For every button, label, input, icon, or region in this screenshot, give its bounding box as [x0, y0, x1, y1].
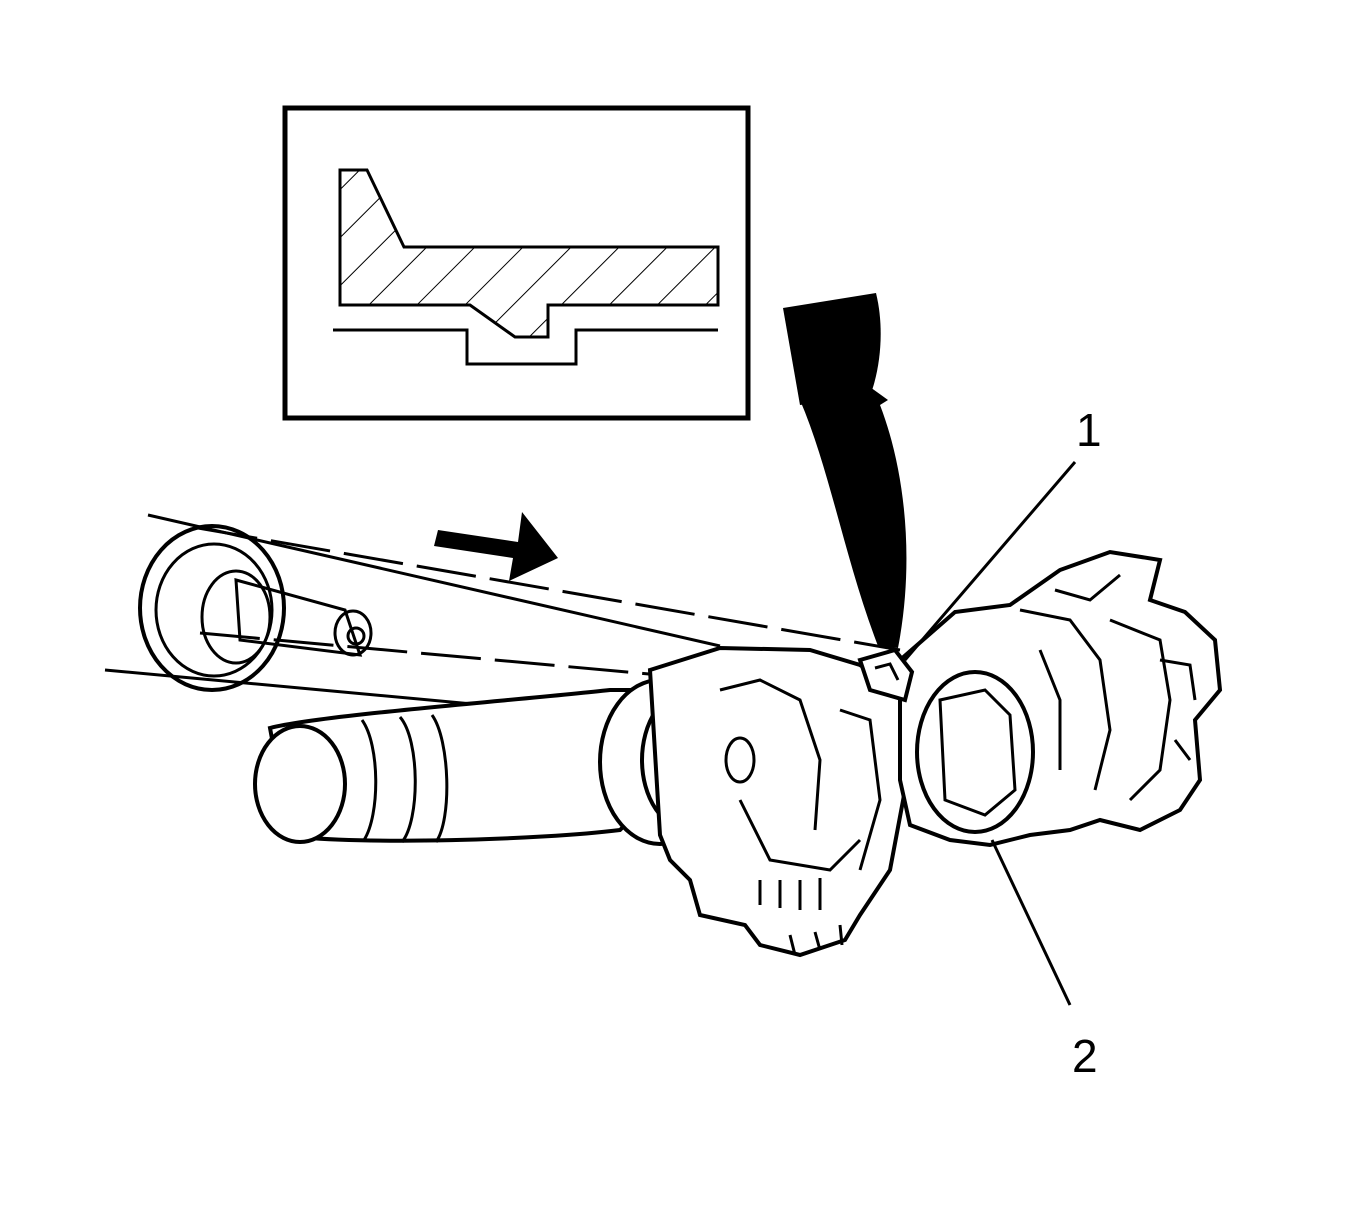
- steering-column: [104, 513, 901, 722]
- callout-label-1: 1: [1076, 404, 1102, 456]
- curved-arrow-to-detail: [783, 293, 907, 648]
- switch-housing: [647, 645, 908, 958]
- mating-part-profile: [333, 328, 718, 366]
- push-direction-arrow: [434, 512, 558, 581]
- clockspring-housing: [898, 549, 1223, 848]
- latch-cross-section: [338, 168, 720, 339]
- latch-tab: [857, 647, 915, 703]
- callout-label-2: 2: [1072, 1030, 1098, 1082]
- callout-leaders: [903, 461, 1077, 1006]
- leader-line-1: [903, 461, 1077, 661]
- leader-line-2: [990, 839, 1072, 1006]
- detail-inset: [282, 105, 751, 421]
